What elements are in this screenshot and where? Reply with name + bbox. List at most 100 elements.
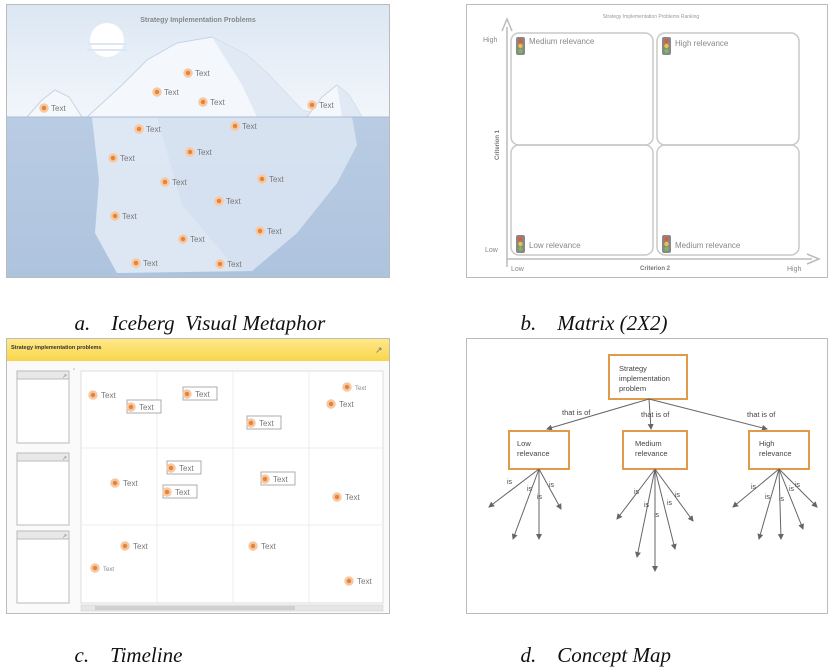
text-item-label: Text (195, 390, 210, 399)
text-item: Text (215, 259, 242, 269)
leaf-edge-label: is (549, 482, 555, 489)
y-axis-label: Criterion 1 (495, 129, 501, 160)
quadrant-bottom-right (656, 144, 800, 256)
text-item-label: Text (139, 403, 154, 412)
matrix-title: Strategy Implementation Problems Ranking (603, 14, 700, 20)
text-item: Text (110, 211, 137, 221)
child-node-high (748, 430, 810, 470)
text-item-label: Text (357, 577, 372, 586)
text-item-label: Text (190, 235, 205, 244)
side-panel: ↗ (16, 530, 70, 604)
text-item-label: Text (197, 148, 212, 157)
quadrant-label-bottom-left: Low relevance (529, 241, 581, 250)
side-panel: ↗ (16, 370, 70, 444)
quadrant-label-top-left: Medium relevance (529, 37, 595, 46)
text-item-label: Text (267, 227, 282, 236)
caption-a-text: Iceberg Visual Metaphor (111, 311, 326, 335)
leaf-edge (616, 468, 656, 520)
text-item: Text (326, 399, 354, 409)
svg-text:↗: ↗ (62, 534, 67, 540)
text-item: Text (90, 563, 114, 573)
side-panel: ↗ (16, 452, 70, 526)
quadrant-top-right (656, 32, 800, 146)
text-item-label: Text (179, 464, 194, 473)
caption-c-text: Timeline (110, 643, 183, 667)
caption-a-letter: a. (74, 311, 91, 335)
traffic-light-icon (662, 37, 671, 55)
timeline-header (7, 339, 389, 361)
leaf-edge-label: is (789, 486, 795, 493)
svg-text:High: High (759, 439, 774, 448)
timeline-title: Strategy implementation problems (11, 345, 101, 351)
leaf-edge-label: is (507, 479, 513, 486)
svg-text:Low: Low (517, 439, 531, 448)
text-item-label: Text (242, 122, 257, 131)
text-item: Text (152, 87, 179, 97)
traffic-light-icon (516, 37, 525, 55)
text-item-label: Text (146, 125, 161, 134)
x-low-label: Low (511, 266, 525, 273)
text-item-label: Text (226, 197, 241, 206)
caption-a: a. Iceberg Visual Metaphor (64, 286, 326, 336)
text-item: Text (120, 541, 148, 551)
svg-text:relevance: relevance (759, 449, 792, 458)
text-item: Text (134, 124, 161, 134)
text-item-label: Text (355, 386, 366, 392)
leaf-edge-label: is (634, 489, 640, 496)
leaf-edge (635, 468, 656, 558)
text-item-label: Text (269, 175, 284, 184)
text-item-label: Text (227, 260, 242, 269)
text-item-label: Text (172, 178, 187, 187)
child-node-low (508, 430, 570, 470)
leaf-edge (778, 468, 818, 508)
x-high-label: High (787, 266, 802, 273)
text-item-label: Text (123, 479, 138, 488)
text-item: Text (198, 97, 225, 107)
text-item-label: Text (339, 400, 354, 409)
svg-text:relevance: relevance (635, 449, 668, 458)
root-node-line3: problem (619, 384, 646, 393)
text-item-label: Text (273, 475, 288, 484)
caption-d: d. Concept Map (510, 618, 671, 668)
svg-text:▫: ▫ (73, 367, 75, 373)
x-axis-label: Criterion 2 (640, 266, 671, 272)
text-item-label: Text (319, 101, 334, 110)
text-item: Text (183, 68, 210, 78)
text-item: Text (160, 177, 187, 187)
leaf-edge (654, 468, 694, 522)
y-low-label: Low (485, 247, 499, 254)
edge-label-right: that is of (747, 410, 776, 419)
text-item-label: Text (345, 493, 360, 502)
text-item: Text (185, 147, 212, 157)
leaf-edge (757, 468, 780, 540)
text-item: Text (230, 121, 257, 131)
leaf-edge (488, 468, 540, 508)
quadrant-label-top-right: High relevance (675, 39, 729, 48)
text-item: Text (88, 390, 116, 400)
leaf-edge-label: is (765, 494, 771, 501)
text-item: Text (108, 153, 135, 163)
y-axis-arrow (501, 17, 513, 32)
text-item-label: Text (210, 98, 225, 107)
text-item-label: Text (101, 391, 116, 400)
root-node-line1: Strategy (619, 364, 647, 373)
timeline-diagram: Strategy implementation problems ↗ ↗ ↗ ↗… (7, 339, 389, 613)
concept-map-diagram: Strategy implementation problem that is … (488, 354, 818, 572)
text-item-label: Text (122, 212, 137, 221)
leaf-edge-label: is (795, 482, 801, 489)
caption-b: b. Matrix (2X2) (510, 286, 668, 336)
leaf-edge (511, 468, 540, 540)
leaf-edge-label: is (667, 500, 673, 507)
text-item: Text (110, 478, 138, 488)
timeline-panel: Strategy implementation problems ↗ ↗ ↗ ↗… (6, 338, 390, 614)
text-item: Text (246, 415, 282, 430)
concept-map-panel: Strategy implementation problem that is … (466, 338, 828, 614)
text-item: Text (126, 399, 162, 414)
text-item: Text (260, 471, 296, 486)
quadrant-top-left (510, 32, 654, 146)
edge-label-left: that is of (562, 408, 591, 417)
text-item-label: Text (120, 154, 135, 163)
leaf-edge-label: is (751, 484, 757, 491)
caption-d-letter: d. (520, 643, 537, 667)
